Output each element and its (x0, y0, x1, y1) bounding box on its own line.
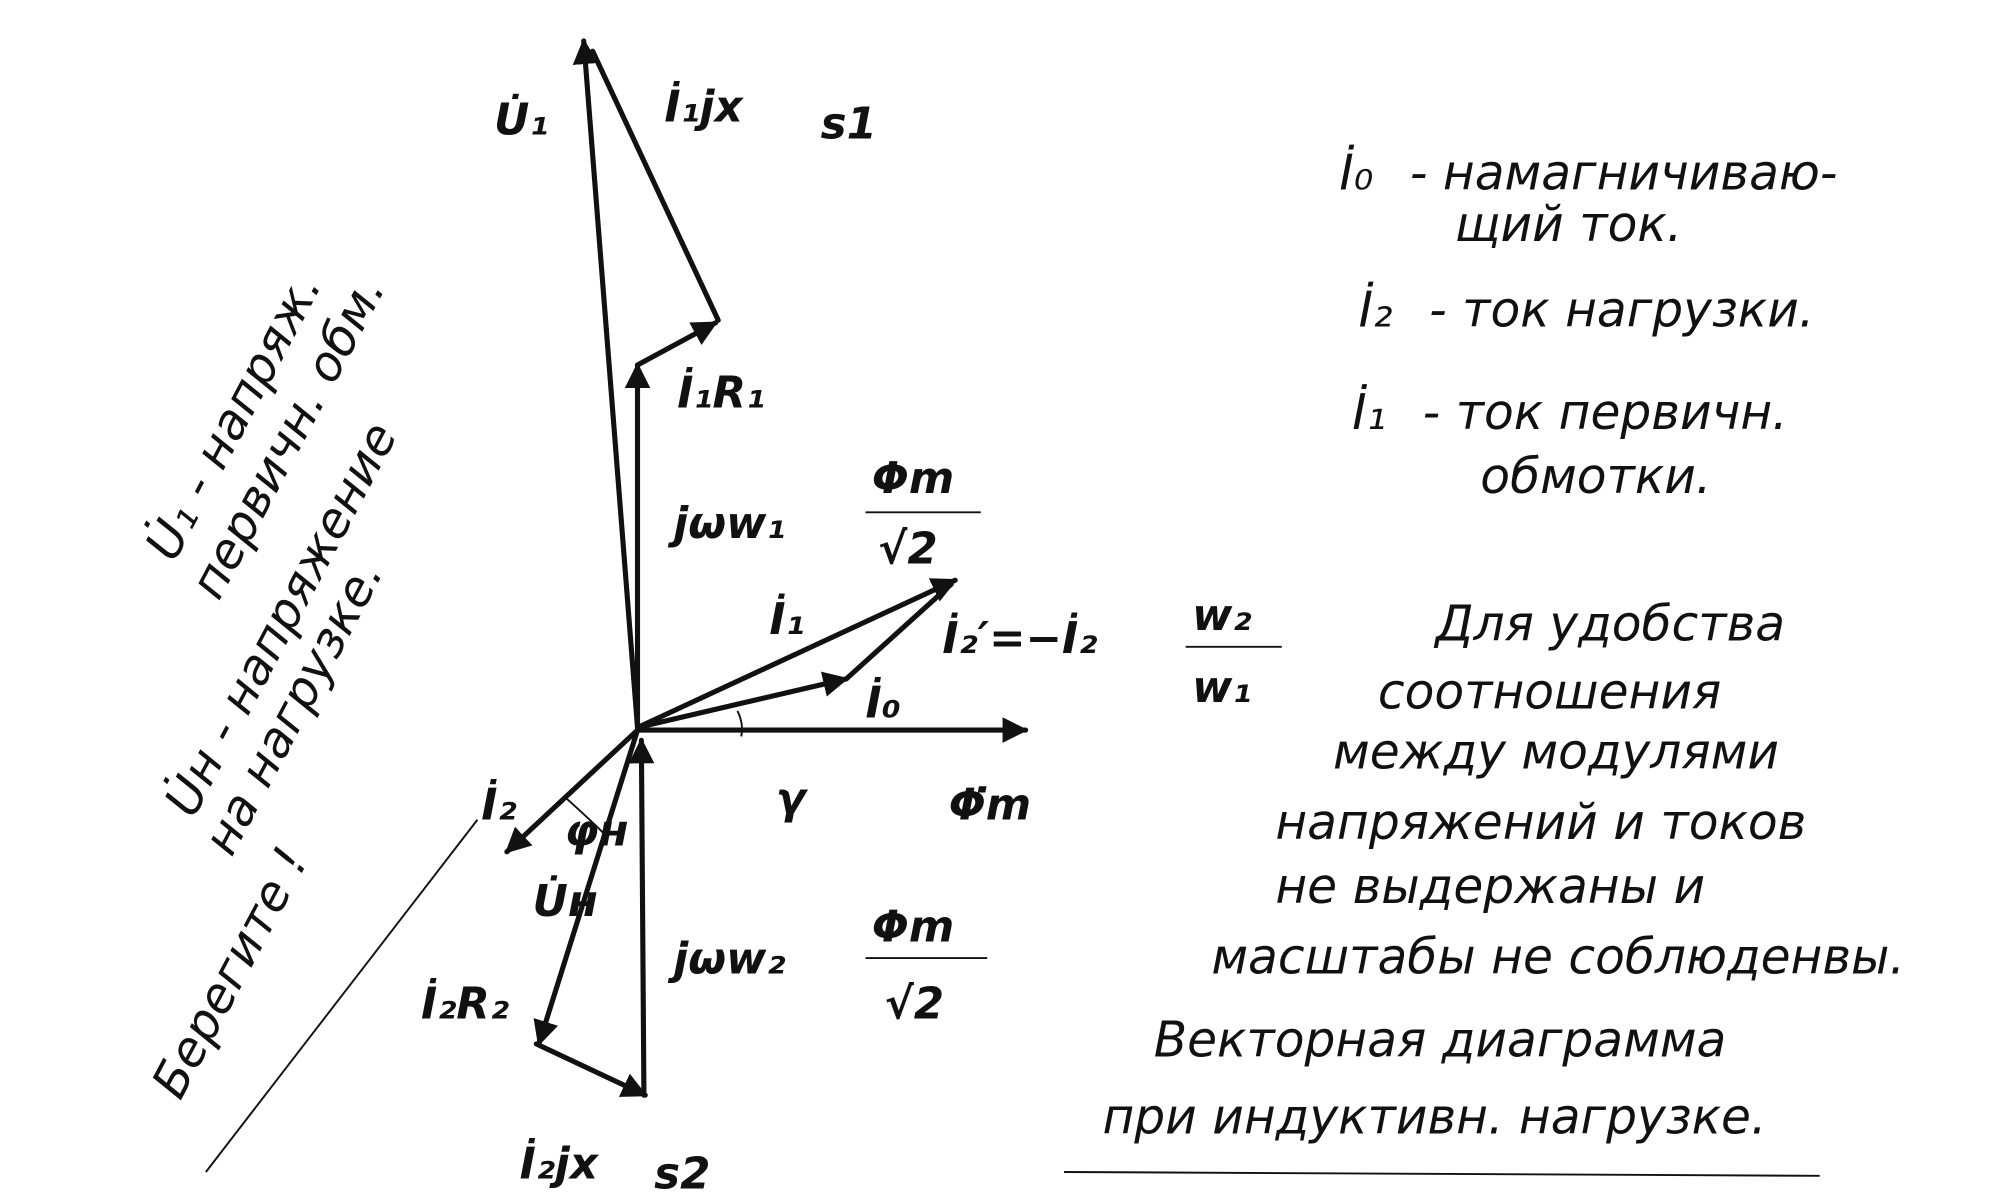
vector-i2 (504, 727, 641, 855)
vector-i1 (634, 577, 958, 731)
legend-i0-sym: İ₀ (1339, 146, 1373, 202)
label-sqrt2-1: √2 (878, 525, 937, 575)
caption-underline (1064, 1171, 1820, 1177)
legend-i1-cont: обмотки. (1480, 449, 1711, 505)
vector-i0 (634, 671, 849, 731)
legend-i1-text: - ток первичн. (1423, 385, 1788, 441)
label-w1: w₁ (1192, 663, 1251, 713)
vector-i2jxs2 (533, 1041, 648, 1098)
label-u1: U̇₁ (494, 93, 548, 146)
angle-phin-arc (563, 795, 604, 834)
left-notes: U̇₁ - напряж. первичн. обм. U̇н - напряж… (135, 263, 409, 1107)
vector-u1 (572, 38, 641, 731)
vector-i1-jxs1 (590, 48, 721, 323)
remark-line: между модулями (1333, 725, 1779, 781)
vector-un (533, 727, 641, 1047)
vector-i1-r1 (634, 320, 719, 368)
legend-i2-text: - ток нагрузки. (1429, 283, 1814, 339)
caption-line-2: при индуктивн. нагрузке. (1102, 1090, 1766, 1146)
label-sqrt2-2: √2 (885, 979, 944, 1029)
caption-line-1: Векторная диаграмма (1154, 1013, 1727, 1069)
label-jww2: jωw₂ (667, 934, 785, 984)
label-jww1: jωw₁ (667, 499, 785, 549)
vector-labels: U̇₁ İ₁jx s1 İ₁R₁ jωw₁ Φm √2 İ₁ İ₂′=−İ₂ w… (421, 80, 1282, 1200)
label-phim-1: Φm (872, 454, 954, 504)
remark-line: Для удобства (1433, 596, 1785, 652)
label-phim-axis: Φ̇m (949, 781, 1031, 831)
label-phin: φн (565, 806, 629, 856)
remark-line: масштабы не соблюденвы. (1211, 929, 1905, 985)
angle-gamma-arc (736, 710, 743, 737)
label-i0: İ₀ (866, 675, 901, 728)
legend-i1-sym: İ₁ (1352, 385, 1386, 441)
label-i1r1: İ₁R₁ (677, 365, 765, 418)
legend-i0-cont: щий ток. (1455, 197, 1683, 253)
note-warning: Берегите ! (141, 838, 319, 1107)
label-s2: s2 (654, 1150, 710, 1200)
remark-line: напряжений и токов (1275, 795, 1806, 851)
legend: İ₀ - намагничиваю- щий ток. İ₂ - ток наг… (1339, 146, 1837, 506)
vectors (205, 38, 1029, 1173)
label-s1: s1 (821, 99, 877, 149)
label-i1jxs1: İ₁jx (664, 80, 744, 133)
vector-jww2 (628, 737, 655, 1098)
pointer-line (205, 819, 479, 1173)
remark-line: соотношения (1378, 664, 1721, 720)
label-i2r2: İ₂R₂ (421, 976, 509, 1029)
label-gamma: γ (776, 774, 809, 824)
label-phim-2: Φm (872, 902, 954, 952)
remark: Для удобства соотношения между модулями … (1211, 596, 1905, 985)
label-i2: İ₂ (481, 778, 516, 831)
label-i2prime: İ₂′=−İ₂ (942, 611, 1097, 664)
caption: Векторная диаграмма при индуктивн. нагру… (1064, 1013, 1820, 1177)
label-i1: İ₁ (769, 592, 804, 645)
label-i2jxs2: İ₂jx (520, 1136, 600, 1189)
label-w2: w₂ (1192, 591, 1251, 641)
label-un: U̇н (532, 874, 597, 927)
legend-i0-text: - намагничиваю- (1410, 146, 1838, 202)
legend-i2-sym: İ₂ (1359, 283, 1393, 339)
remark-line: не выдержаны и (1275, 859, 1705, 915)
vector-i2prime (843, 581, 954, 682)
